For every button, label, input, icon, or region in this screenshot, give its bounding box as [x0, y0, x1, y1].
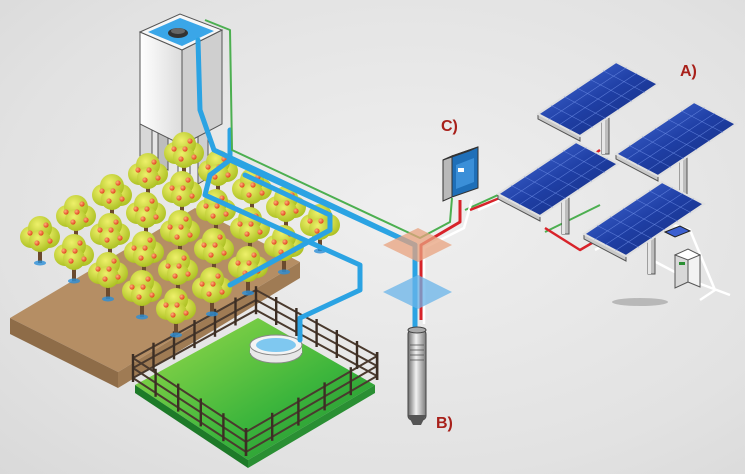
fruit-tree: [164, 132, 204, 182]
water-trough: [249, 334, 303, 364]
orchard-trees: [20, 132, 340, 338]
fruit-tree: [90, 213, 130, 263]
solar-panel: [496, 140, 620, 235]
label-submersible-pump: B): [436, 415, 453, 432]
fruit-tree: [264, 225, 304, 275]
fruit-tree: [92, 174, 132, 224]
fruit-tree: [88, 252, 128, 302]
solar-array: [496, 60, 738, 275]
label-solar-panels: A): [680, 63, 697, 80]
fruit-tree: [124, 231, 164, 281]
label-controller: C): [441, 118, 458, 135]
fruit-tree: [128, 153, 168, 203]
fruit-tree: [126, 192, 166, 242]
fruit-tree: [56, 195, 96, 245]
fruit-tree: [54, 234, 94, 284]
fruit-tree: [158, 249, 198, 299]
fruit-tree: [156, 288, 196, 338]
sensor-plate: [663, 225, 692, 238]
solar-panel: [614, 100, 738, 195]
fruit-tree: [20, 216, 60, 266]
fruit-tree: [162, 171, 202, 221]
well-markers: [383, 228, 452, 309]
fruit-tree: [122, 270, 162, 320]
fence-posts: [131, 286, 379, 456]
pump-controller: [442, 146, 479, 202]
panel-shadow: [612, 298, 668, 306]
solar-panel: [582, 180, 706, 275]
pasture: [135, 318, 375, 468]
junction-box: [673, 248, 702, 289]
submersible-pump: [407, 326, 427, 425]
fruit-tree: [192, 267, 232, 317]
fruit-tree: [160, 210, 200, 260]
solar-panel: [536, 60, 660, 155]
